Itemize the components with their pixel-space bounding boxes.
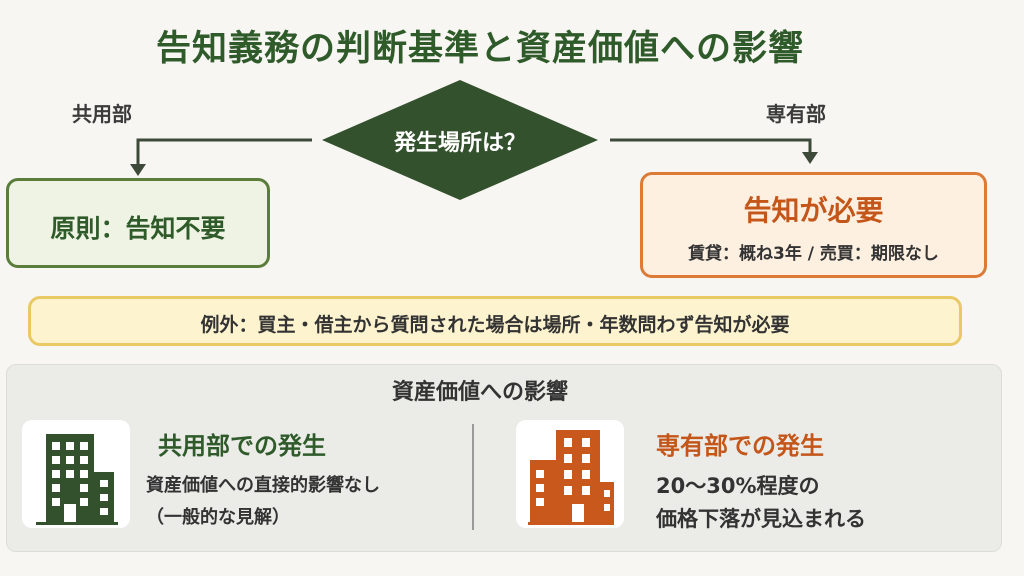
exclusive-impact-heading: 専有部での発生: [656, 432, 824, 460]
branch-label-exclusive: 専有部: [766, 102, 826, 126]
outcome-exclusive-box: 告知が必要 賃貸：概ね3年 / 売買：期限なし: [640, 172, 987, 278]
arrowhead-exclusive: [802, 152, 818, 164]
exclusive-impact-line-2: 価格下落が見込まれる: [656, 507, 866, 531]
outcome-exclusive-title: 告知が必要: [743, 194, 884, 227]
flow-connectors: [130, 80, 818, 200]
exclusive-impact-line-1: 20〜30%程度の: [656, 474, 820, 498]
common-impact-line-2: （一般的な見解）: [146, 507, 290, 528]
building-icon: [528, 430, 614, 525]
impact-panel: [6, 364, 1002, 552]
outcome-common-text: 原則：告知不要: [50, 214, 226, 243]
page-title: 告知義務の判断基準と資産価値への影響: [155, 29, 804, 69]
arrowhead-common: [130, 164, 146, 176]
common-impact-description: 資産価値への直接的影響なし （一般的な見解）: [146, 470, 380, 534]
branch-label-common: 共用部: [72, 102, 132, 126]
outcome-exclusive-note: 賃貸：概ね3年 / 売買：期限なし: [688, 244, 939, 264]
decision-label: 発生場所は？: [393, 131, 526, 156]
impact-title: 資産価値への影響: [391, 380, 568, 405]
exception-box: 例外：買主・借主から質問された場合は場所・年数問わず告知が必要: [28, 296, 962, 346]
common-icon-tile: [22, 420, 130, 528]
arrow-to-exclusive: [610, 138, 812, 158]
exclusive-icon-tile: [516, 420, 624, 528]
outcome-common-box: 原則：告知不要: [6, 178, 270, 268]
arrow-to-common: [136, 138, 312, 170]
exception-text: 例外：買主・借主から質問された場合は場所・年数問わず告知が必要: [200, 314, 790, 336]
common-impact-line-1: 資産価値への直接的影響なし: [146, 475, 380, 496]
common-impact-heading: 共用部での発生: [158, 432, 326, 460]
decision-diamond: [322, 80, 598, 200]
building-icon: [36, 434, 118, 525]
exclusive-impact-description: 20〜30%程度の 価格下落が見込まれる: [656, 470, 866, 536]
impact-divider: [472, 424, 474, 530]
